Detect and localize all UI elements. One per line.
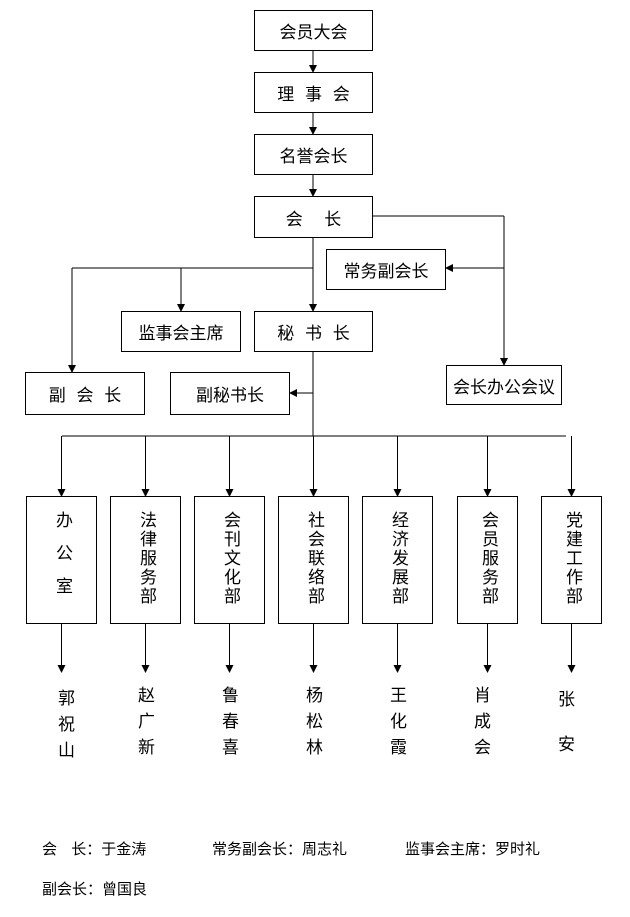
department-box-member: 会员服务部 <box>457 496 518 624</box>
footer-vice-president: 副会长：曾国良 <box>42 880 148 898</box>
department-box-journal: 会刊文化部 <box>194 496 265 624</box>
honorary-president-box: 名誉会长 <box>254 134 373 175</box>
department-head-office: 郭祝山 <box>54 689 74 767</box>
department-head-party: 张安 <box>554 690 574 780</box>
president-office-meeting-box: 会长办公会议 <box>446 365 562 405</box>
footer-executive-vp: 常务副会长：周志礼 <box>212 840 348 858</box>
department-head-journal: 鲁春喜 <box>218 686 238 764</box>
department-box-office: 办公室 <box>26 496 97 624</box>
executive-vp-box: 常务副会长 <box>326 249 446 290</box>
vice-president-box: 副 会 长 <box>25 372 145 415</box>
secretary-general-box: 秘 书 长 <box>254 311 373 352</box>
supervisory-chair-box: 监事会主席 <box>121 311 241 352</box>
department-box-party: 党建工作部 <box>541 496 602 624</box>
president-box: 会 长 <box>254 196 373 238</box>
council-box: 理 事 会 <box>254 72 373 113</box>
general-assembly-box: 会员大会 <box>254 10 373 51</box>
deputy-secretary-box: 副秘书长 <box>170 372 290 415</box>
department-head-member: 肖成会 <box>470 686 490 764</box>
department-box-legal: 法律服务部 <box>110 496 181 624</box>
footer-supervisory-chair: 监事会主席：罗时礼 <box>405 840 541 858</box>
department-head-liaison: 杨松林 <box>302 686 322 764</box>
department-box-liaison: 社会联络部 <box>278 496 349 624</box>
department-box-economic: 经济发展部 <box>362 496 433 624</box>
footer-president: 会 长：于金涛 <box>42 840 147 858</box>
department-head-legal: 赵广新 <box>134 686 154 764</box>
department-head-economic: 王化霞 <box>386 686 406 764</box>
